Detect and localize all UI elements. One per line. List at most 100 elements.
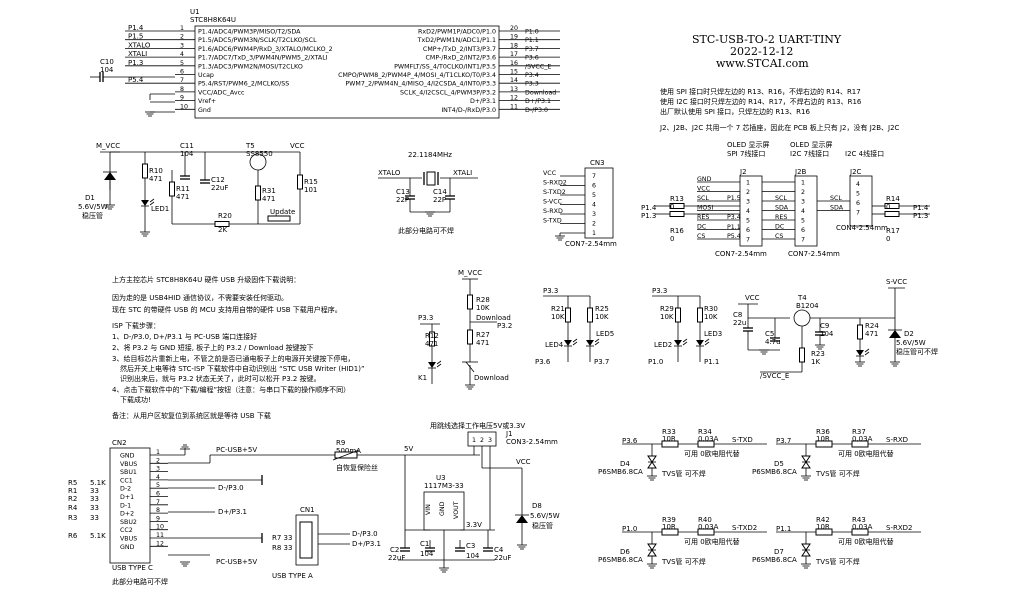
cn2-resistor-value: 5.1K xyxy=(90,479,106,487)
j2-pin-name: SCL xyxy=(697,195,709,202)
desc-step3b: 然后开关上电等待 STC-ISP 下载软件中自动识别出 “STC USB Wri… xyxy=(120,364,365,373)
led2-ref: LED2 xyxy=(654,341,672,349)
r29-value: 10K xyxy=(660,313,674,321)
d2-ref: D2 xyxy=(904,330,914,338)
u1-right-pin-name: CMPO/PWM8_2/PWM4P_4/MOSI_4/T1CLKO/T0/P3.… xyxy=(338,72,496,79)
u1-left-net: XTALO xyxy=(128,41,151,49)
d1-value: 5.6V/5W xyxy=(78,203,108,211)
tvs-note-optional: TVS管 可不焊 xyxy=(661,469,706,478)
connector-cn3: CN3 7VCC6S-RXD25S-TXD24S-VCC3S-RXD2S-TXD… xyxy=(543,159,617,248)
t4-ref: T4 xyxy=(797,294,807,302)
j2-pin-name: VCC xyxy=(697,186,711,193)
u1-left-pin-number: 10 xyxy=(180,103,188,110)
j2-pin-number: 6 xyxy=(746,227,750,234)
cn2-resistor-value: 33 xyxy=(90,504,99,512)
cn3-pin-net: VCC xyxy=(543,170,557,177)
cn2-pin-name: D+1 xyxy=(120,494,134,501)
u1-right-pin-number: 11 xyxy=(510,103,518,110)
c10-value: 104 xyxy=(100,66,114,74)
j2b-title1: OLED 显示屏 xyxy=(790,141,832,149)
u1-right-pin-number: 15 xyxy=(510,69,518,76)
led-p36: P3.6 xyxy=(535,358,551,366)
u1-left-pin-name: P1.7/ADC7/TxD_3/PWM4N/PWM5_2/XTALI xyxy=(198,55,328,62)
c1-value: 104 xyxy=(420,550,434,558)
j2-title1: OLED 显示屏 xyxy=(727,141,769,149)
tvs-r1-ref: R36 xyxy=(816,428,830,436)
cn2-pin-name: GND xyxy=(120,544,135,551)
j2b-pin-number: 3 xyxy=(801,199,805,206)
r8-label: R8 33 xyxy=(272,544,292,552)
u1-left-net: P1.5 xyxy=(128,33,143,41)
c10-ref: C10 xyxy=(100,58,114,66)
cn2-pin-number: 1 xyxy=(156,449,160,456)
cn2-resistor-value: 33 xyxy=(90,514,99,522)
tvs-r1-ref: R33 xyxy=(662,428,676,436)
t5-value: SS8550 xyxy=(246,150,273,158)
d1-note: 稳压管 xyxy=(82,211,103,220)
c14-value: 22P xyxy=(433,196,446,204)
cn2-pin-number: 8 xyxy=(156,507,160,514)
j1-vcc: VCC xyxy=(516,458,531,466)
u3-value: 1117M3-33 xyxy=(424,482,464,490)
c11-value: 104 xyxy=(180,150,194,158)
t4-value: B1204 xyxy=(796,302,819,310)
j2-pin-name: RES xyxy=(697,214,709,221)
u1-left-pin-name: P1.5/ADC5/PWM3N/SCLK/T2CLKO/SCL xyxy=(198,37,317,44)
cn2-resistor-ref: R4 xyxy=(68,504,78,512)
r10-ref: R10 xyxy=(149,167,163,175)
r7-label: R7 33 xyxy=(272,534,292,542)
tvs-note-zero-ohm: 可用 0欧电阻代替 xyxy=(838,537,894,546)
j2c-title: I2C 4线接口 xyxy=(845,149,884,158)
r15-value: 101 xyxy=(304,186,317,194)
c2-ref: C2 xyxy=(390,546,399,554)
u1-right-pin-name: PWM7_2/PWM4N_4/MISO_4/I2CSDA_4/INT0/P3.3 xyxy=(345,81,496,88)
led3-ref: LED3 xyxy=(704,330,722,338)
j1-ref: J1 xyxy=(505,430,513,438)
u1-left-pin-number: 2 xyxy=(180,34,184,41)
cn2-pin-name: CC1 xyxy=(120,477,133,484)
tvs-r1-value: 10R xyxy=(816,523,830,531)
tvs-net-out: S-RXD2 xyxy=(886,524,912,532)
u1-right-net: Download xyxy=(525,89,556,96)
led5-ref: LED5 xyxy=(596,330,614,338)
key-p33-net: P3.3 xyxy=(418,314,433,322)
desc-note: 备注：从用户区软复位到系统区就是等待 USB 下载 xyxy=(112,411,271,420)
j2b-pin-name: RES xyxy=(775,214,787,221)
cn2-pin-number: 3 xyxy=(156,466,160,473)
note-j2: J2、J2B、J2C 共用一个 7 芯插座，因此在 PCB 板上只有 J2，没有… xyxy=(659,123,900,132)
cn2-pin-number: 4 xyxy=(156,474,160,481)
tvs-r2-ref: R37 xyxy=(852,428,866,436)
desc-title: 上方主控芯片 STC8H8K64U 硬件 USB 升级固件下载说明： xyxy=(112,275,300,284)
c4-ref: C4 xyxy=(494,546,504,554)
desc-step1: 1、D-/P3.0, D+/P3.1 与 PC-USB 端口连接好 xyxy=(112,332,257,341)
mvcc-label: M_VCC xyxy=(96,142,120,150)
u1-right-pin-name: TxD2/PWM1N/ADC1/P1.1 xyxy=(417,37,496,44)
r17-value: 0 xyxy=(886,235,890,243)
cn2-resistor-ref: R5 xyxy=(68,479,77,487)
cn3-pin-net: S-RXD2 xyxy=(543,180,567,187)
r31-value: 471 xyxy=(262,195,275,203)
r28-value: 10K xyxy=(476,304,490,312)
key-p32-net: P3.2 xyxy=(497,322,512,330)
download-instructions: 上方主控芯片 STC8H8K64U 硬件 USB 升级固件下载说明： 因为走的是… xyxy=(112,275,365,420)
u1-right-pin-name: PWMFLT/SS_4/T0CLKO/INT1/P3.5 xyxy=(394,63,496,70)
cn2-pin-number: 5 xyxy=(156,482,160,489)
cn2-pin-name: VBUS xyxy=(120,461,137,468)
r15-ref: R15 xyxy=(304,178,318,186)
cn2-pin-number: 7 xyxy=(156,499,160,506)
u3-ref: U3 xyxy=(436,474,446,482)
desc-p2: 现在 STC 的带硬件 USB 的 MCU 支持用自带的硬件 USB 下载用户程… xyxy=(112,305,342,314)
cn2-pin-name: GND xyxy=(120,453,135,460)
u1-part: STC8H8K64U xyxy=(190,16,236,24)
r25-value: 10K xyxy=(595,313,609,321)
j2c-ref: J2C xyxy=(849,168,862,176)
note-factory: 出厂默认使用 SPI 接口，只焊左边的 R13、R16 xyxy=(660,107,810,116)
r23-value: 1K xyxy=(811,358,820,366)
ground-symbol xyxy=(800,563,812,569)
cn2-pin-number: 9 xyxy=(156,515,160,522)
cn2-pin-number: 6 xyxy=(156,491,160,498)
r31-ref: R31 xyxy=(262,187,276,195)
